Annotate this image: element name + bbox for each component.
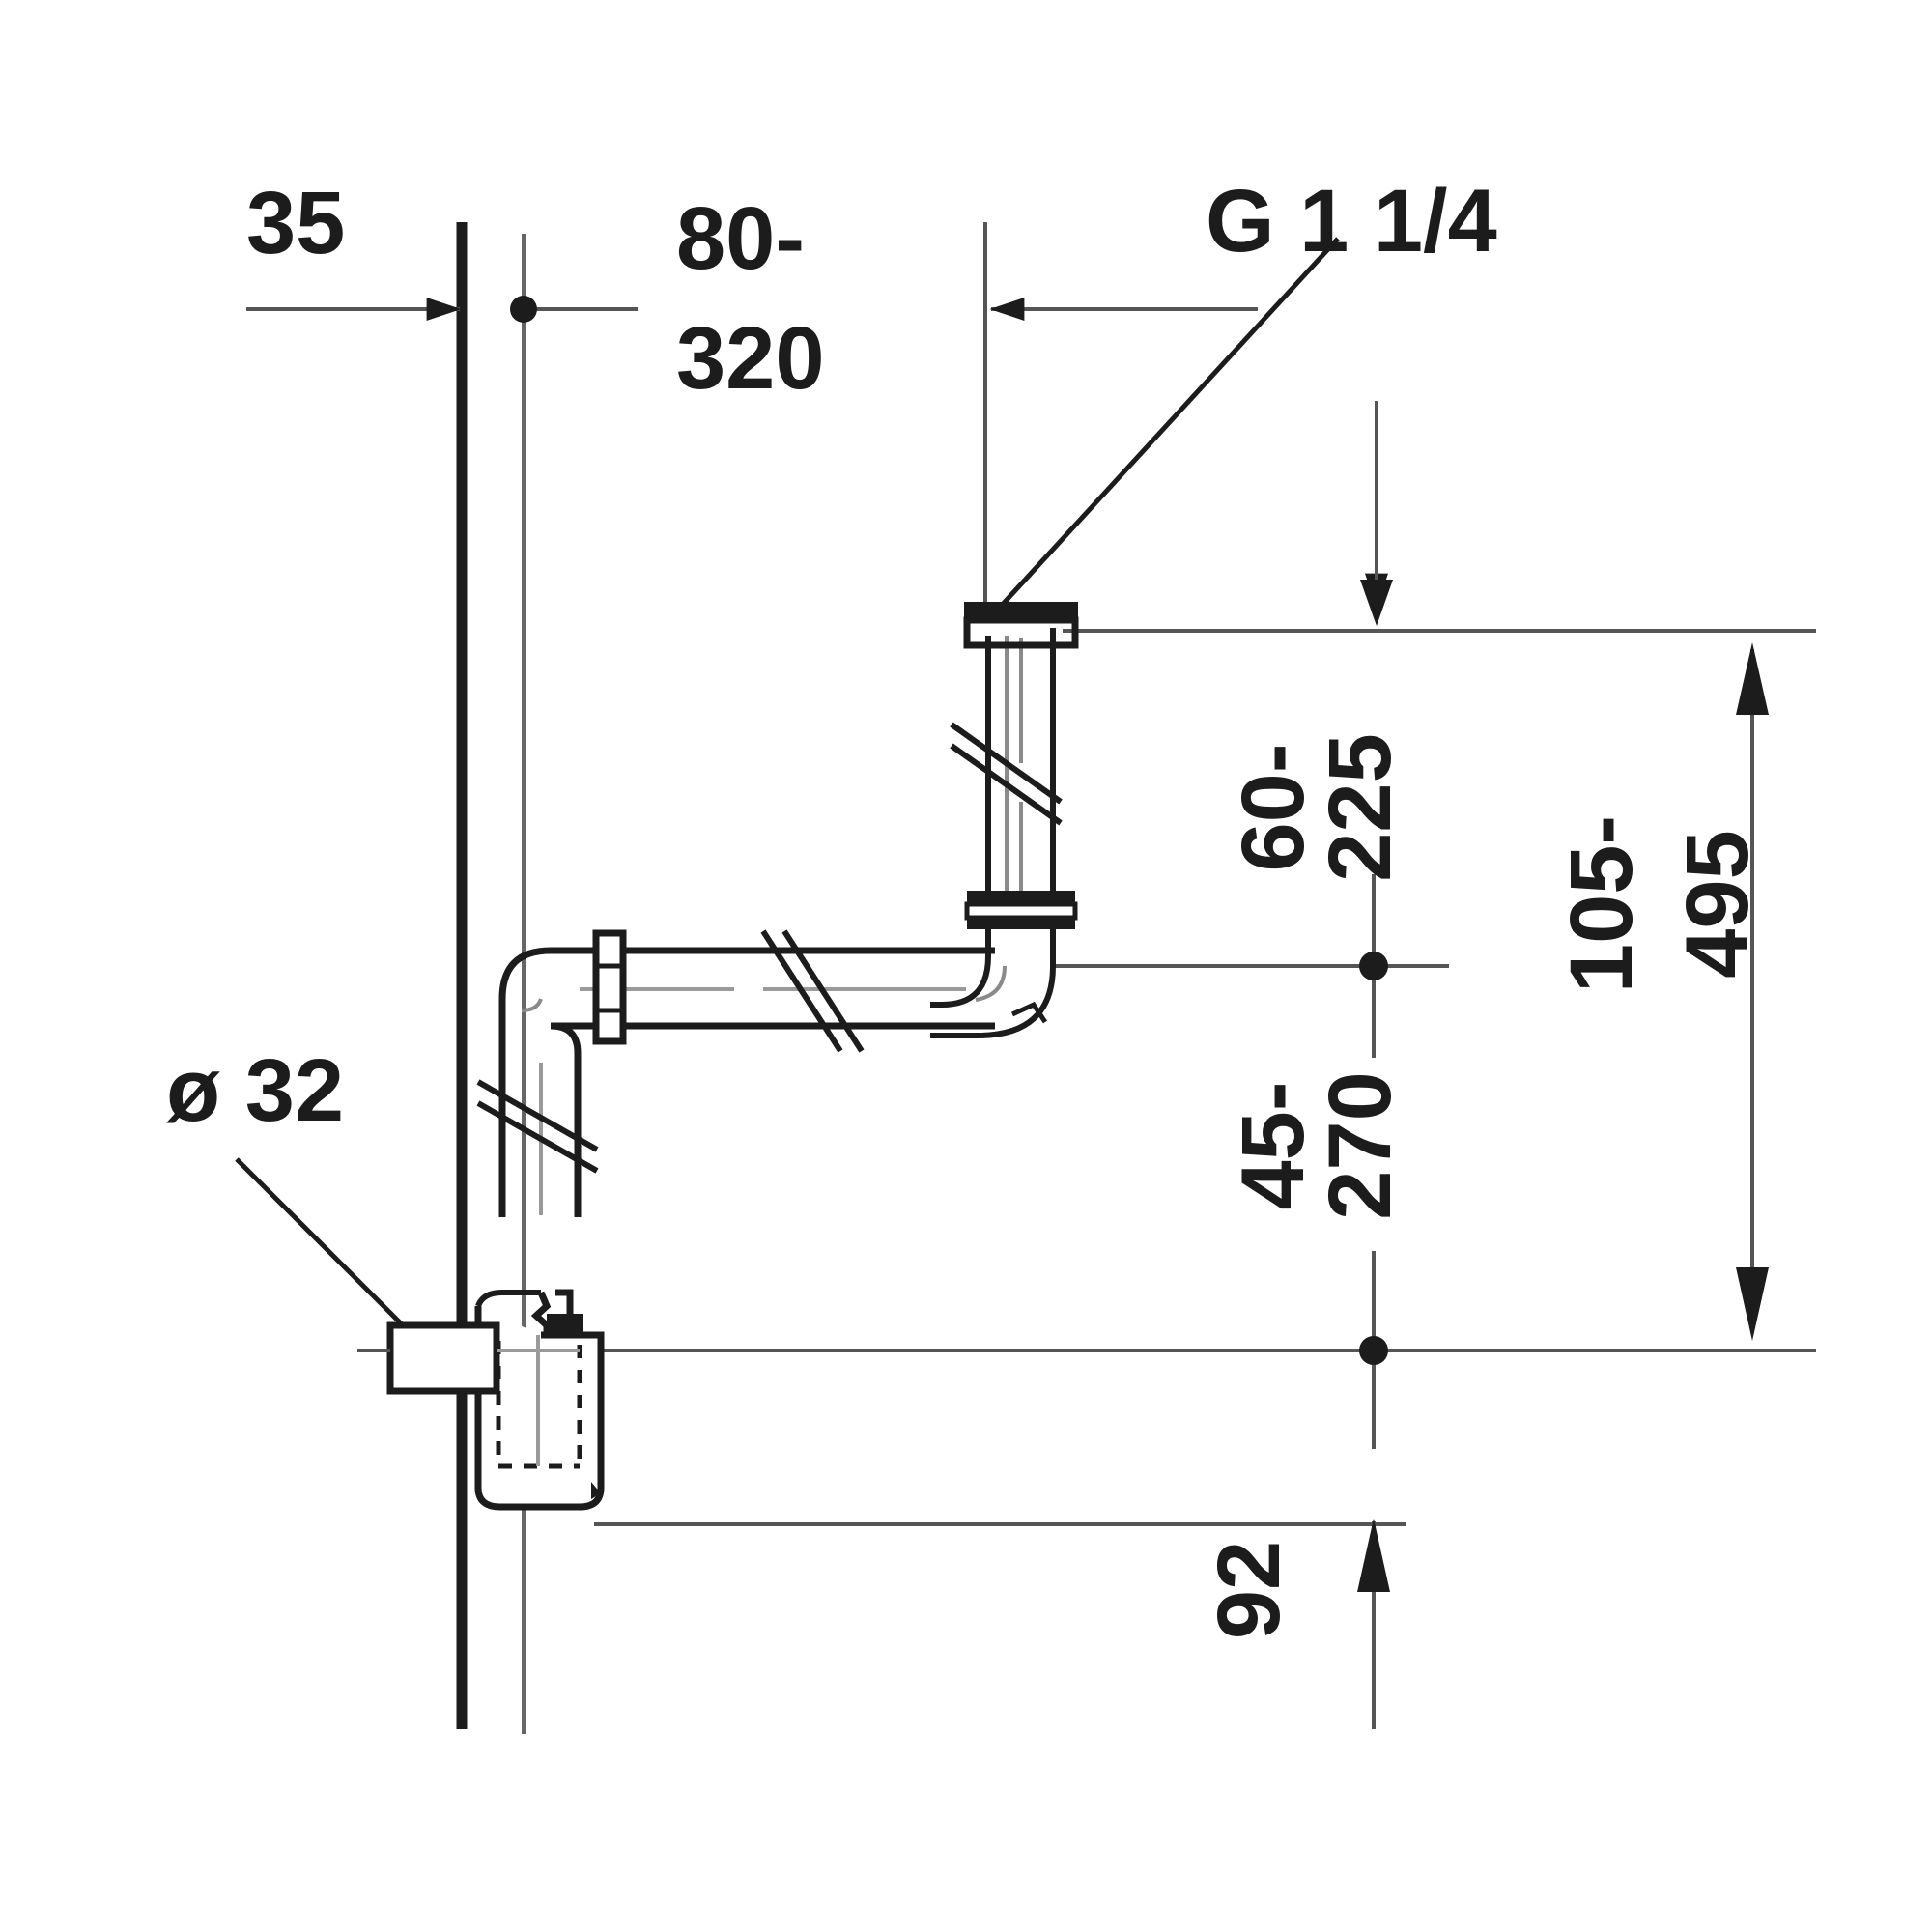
break-mark-horizontal bbox=[760, 929, 865, 1053]
extension-inlet bbox=[1360, 401, 1393, 626]
label-225: 225 bbox=[1311, 733, 1409, 882]
label-thread-g114: G 1 1/4 bbox=[1206, 172, 1497, 270]
threaded-collar-top bbox=[963, 602, 1079, 649]
label-45-dash: 45- bbox=[1224, 1081, 1322, 1210]
trap-cup bbox=[474, 1289, 605, 1511]
elbow-right bbox=[930, 929, 1056, 1038]
leader-g114 bbox=[995, 237, 1340, 612]
label-80-320: 80- 320 bbox=[676, 189, 825, 409]
dimension-105-495 bbox=[1736, 642, 1769, 1341]
elbow-left bbox=[498, 947, 582, 1217]
label-270: 270 bbox=[1311, 1071, 1409, 1220]
centre-marks bbox=[1359, 874, 1388, 1449]
inlet-riser-pipe bbox=[985, 628, 1056, 898]
label-60-dash: 60- bbox=[1224, 743, 1322, 872]
label-92: 92 bbox=[1200, 1540, 1298, 1640]
break-mark-riser bbox=[950, 722, 1063, 826]
label-diameter-32: ø 32 bbox=[166, 1041, 345, 1140]
compression-nut-horizontal bbox=[592, 929, 627, 1045]
leader-diameter-32 bbox=[235, 1157, 408, 1330]
label-105-dash: 105- bbox=[1552, 814, 1651, 994]
label-495: 495 bbox=[1668, 830, 1767, 979]
dimension-80-320 bbox=[983, 222, 1258, 618]
label-35: 35 bbox=[246, 174, 346, 272]
break-mark-drop bbox=[476, 1079, 599, 1174]
threaded-collar-lower bbox=[964, 891, 1078, 929]
dimension-92 bbox=[1357, 1519, 1390, 1729]
outlet-spigot bbox=[357, 1321, 580, 1395]
